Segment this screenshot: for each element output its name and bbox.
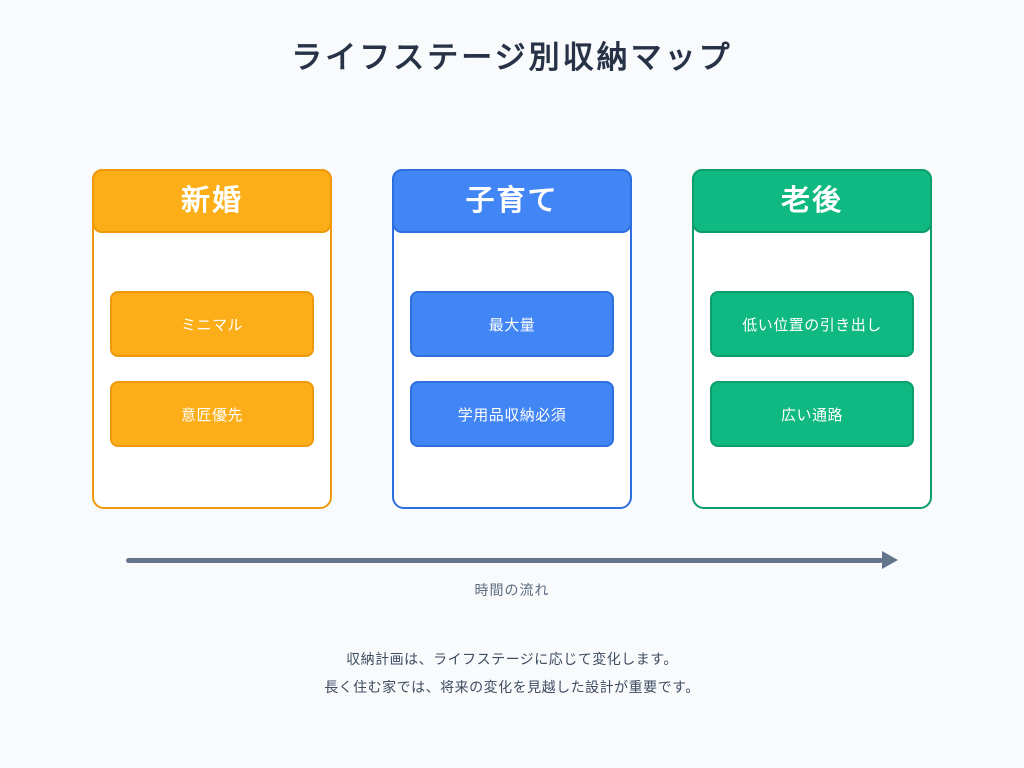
footer-line-2: 長く住む家では、将来の変化を見越した設計が重要です。	[324, 679, 700, 695]
column-elderly-body: 低い位置の引き出し 広い通路	[694, 231, 930, 507]
storage-item: ミニマル	[110, 291, 314, 357]
storage-item: 意匠優先	[110, 381, 314, 447]
column-childrearing-header: 子育て	[392, 169, 632, 233]
arrow-line	[126, 557, 883, 563]
timeline: 時間の流れ	[126, 551, 898, 600]
column-childrearing: 子育て 最大量 学用品収納必須	[392, 169, 632, 509]
storage-item: 学用品収納必須	[410, 381, 614, 447]
storage-item: 広い通路	[710, 381, 914, 447]
timeline-label: 時間の流れ	[474, 582, 550, 598]
footer-note: 収納計画は、ライフステージに応じて変化します。 長く住む家では、将来の変化を見越…	[0, 650, 1024, 696]
column-newlywed: 新婚 ミニマル 意匠優先	[92, 169, 332, 509]
arrow-head-icon	[882, 551, 898, 569]
storage-item: 最大量	[410, 291, 614, 357]
column-elderly-header: 老後	[692, 169, 932, 233]
column-newlywed-body: ミニマル 意匠優先	[94, 231, 330, 507]
footer-line-1: 収納計画は、ライフステージに応じて変化します。	[346, 651, 678, 667]
lifestage-storage-map: ライフステージ別収納マップ 新婚 ミニマル 意匠優先 子育て 最大量 学用品収納…	[0, 40, 1024, 696]
storage-item: 低い位置の引き出し	[710, 291, 914, 357]
column-elderly: 老後 低い位置の引き出し 広い通路	[692, 169, 932, 509]
page-title: ライフステージ別収納マップ	[291, 40, 733, 75]
stage-columns: 新婚 ミニマル 意匠優先 子育て 最大量 学用品収納必須 老後 低い位置の引き出…	[92, 169, 932, 509]
timeline-arrow	[126, 551, 898, 569]
column-childrearing-body: 最大量 学用品収納必須	[394, 231, 630, 507]
column-newlywed-header: 新婚	[92, 169, 332, 233]
